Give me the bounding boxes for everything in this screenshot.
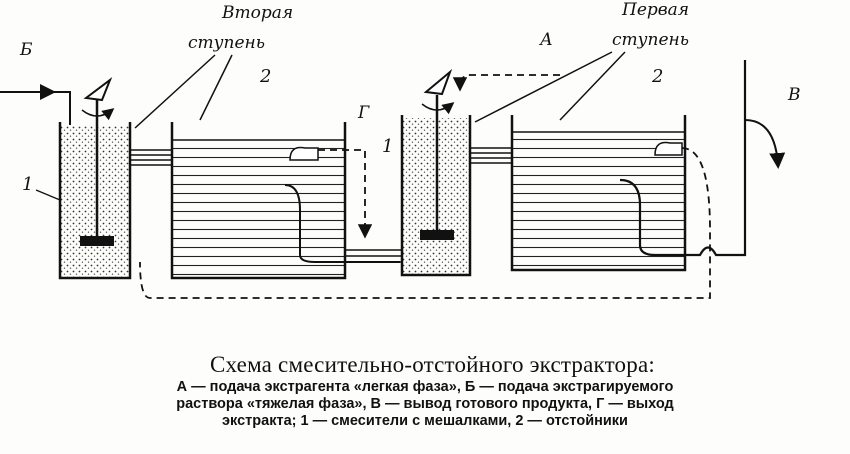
- light-phase-flow: [139, 74, 711, 299]
- label-mixer-right: 1: [382, 136, 393, 157]
- mixer-pointer: [35, 189, 61, 201]
- rotation-arrow-icon: [81, 108, 115, 121]
- settler-second-stage: [170, 122, 400, 280]
- label-second-stage-1: Вторая: [221, 3, 293, 23]
- label-settler-left: 2: [259, 66, 271, 87]
- impeller-icon: [420, 230, 454, 240]
- settler-first-stage: [510, 60, 786, 272]
- label-first-stage-2: ступень: [612, 30, 689, 50]
- label-settler-right: 2: [651, 66, 663, 87]
- feed-pipe-b: [0, 84, 71, 125]
- caption-line: экстракта; 1 — смесители с мешалками, 2 …: [222, 413, 628, 429]
- stage-pointer: [474, 51, 626, 123]
- caption-title: Схема смесительно-отстойного экстрактора…: [210, 352, 655, 377]
- caption-body: А — подача экстрагента «легкая фаза», Б …: [0, 379, 850, 430]
- impeller-icon: [80, 236, 114, 246]
- label-a: А: [539, 30, 553, 50]
- label-second-stage-2: ступень: [188, 33, 265, 53]
- mixer-first-stage: [400, 68, 472, 277]
- motor-icon: [423, 68, 453, 96]
- rotation-arrow-icon: [421, 102, 455, 115]
- label-v: В: [787, 85, 801, 105]
- caption-line: раствора «тяжелая фаза», В — вывод готов…: [176, 396, 674, 412]
- motor-icon: [83, 77, 113, 102]
- connecting-pipes: [130, 147, 512, 263]
- label-first-stage-1: Первая: [621, 0, 689, 20]
- stage-pointer: [134, 54, 233, 129]
- output-arrow: [744, 119, 786, 169]
- label-g: Г: [357, 103, 370, 123]
- label-b: Б: [19, 40, 33, 60]
- label-mixer-left: 1: [22, 174, 33, 195]
- caption-line: А — подача экстрагента «легкая фаза», Б …: [176, 379, 674, 395]
